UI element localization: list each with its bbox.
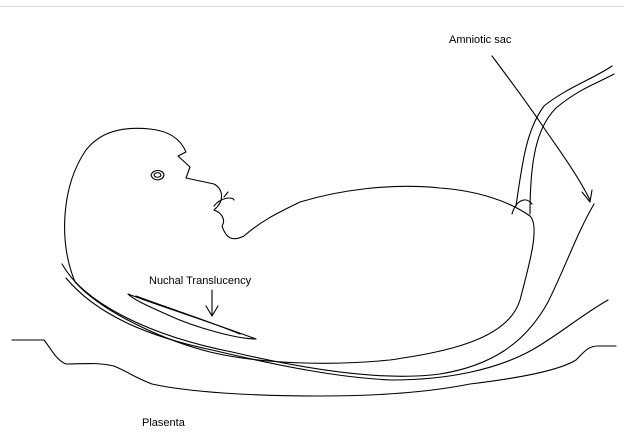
placenta-label: Plasenta <box>142 418 185 429</box>
fetus-outline <box>65 128 535 363</box>
amniotic-arrow-head <box>582 190 592 202</box>
fetus-arm <box>512 200 532 214</box>
fetus-eye <box>151 171 164 180</box>
nuchal-translucency-label: Nuchal Translucency <box>149 276 251 287</box>
amniotic-pointer-line <box>492 56 590 200</box>
uterine-wall <box>66 278 608 380</box>
amniotic-sac-label: Amniotic sac <box>449 35 511 46</box>
fetus-mouth <box>214 192 234 206</box>
nuchal-translucency-inner <box>136 296 240 334</box>
amniotic-sac-inner-wall <box>62 204 594 376</box>
amniotic-sac-outer-wall-2 <box>530 74 614 214</box>
